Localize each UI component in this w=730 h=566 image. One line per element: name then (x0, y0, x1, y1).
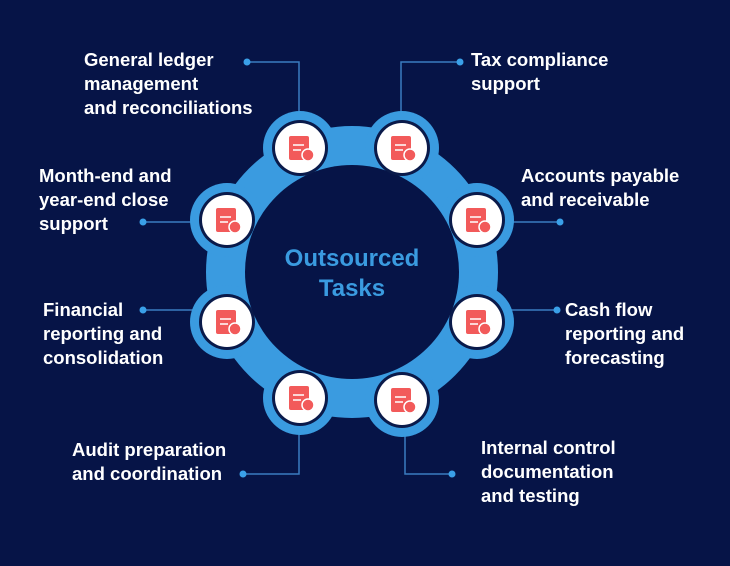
tax-document-icon (391, 136, 417, 162)
report-magnifier-icon (289, 386, 315, 412)
handshake-gear-icon (289, 136, 315, 162)
task-node (449, 294, 505, 350)
task-label-month-end: Month-end and year-end close support (39, 165, 172, 234)
connector-general-ledger (247, 61, 300, 120)
task-label-cash-flow: Cash flow reporting and forecasting (565, 299, 685, 368)
task-label-general-ledger: General ledger management and reconcilia… (84, 49, 253, 118)
center-title: Outsourced Tasks (284, 245, 420, 302)
team-growth-icon (216, 208, 242, 234)
connector-internal (404, 428, 452, 475)
connector-audit (243, 426, 300, 475)
task-node (199, 192, 255, 248)
hand-money-icon (466, 208, 492, 234)
task-node (272, 120, 328, 176)
task-label-financial: Financial reporting and consolidation (43, 299, 164, 368)
ring-hole (245, 165, 459, 379)
connector-dot (448, 470, 456, 478)
task-label-internal: Internal control documentation and testi… (481, 437, 616, 506)
connector-dot (139, 218, 147, 226)
task-label-tax: Tax compliance support (471, 49, 609, 94)
task-label-accounts: Accounts payable and receivable (521, 165, 680, 210)
connector-dot (139, 306, 147, 314)
task-node (374, 120, 430, 176)
task-node (449, 192, 505, 248)
connector-tax (400, 61, 460, 120)
connector-dot (556, 218, 564, 226)
connector-dot (239, 470, 247, 478)
connector-dot (456, 58, 464, 66)
connector-dot (243, 58, 251, 66)
task-label-audit: Audit preparation and coordination (72, 439, 227, 484)
document-check-icon (391, 388, 417, 414)
cash-bill-icon (466, 310, 492, 336)
financial-report-icon (216, 310, 242, 336)
task-node (199, 294, 255, 350)
task-node (272, 370, 328, 426)
task-node (374, 372, 430, 428)
connector-dot (553, 306, 561, 314)
